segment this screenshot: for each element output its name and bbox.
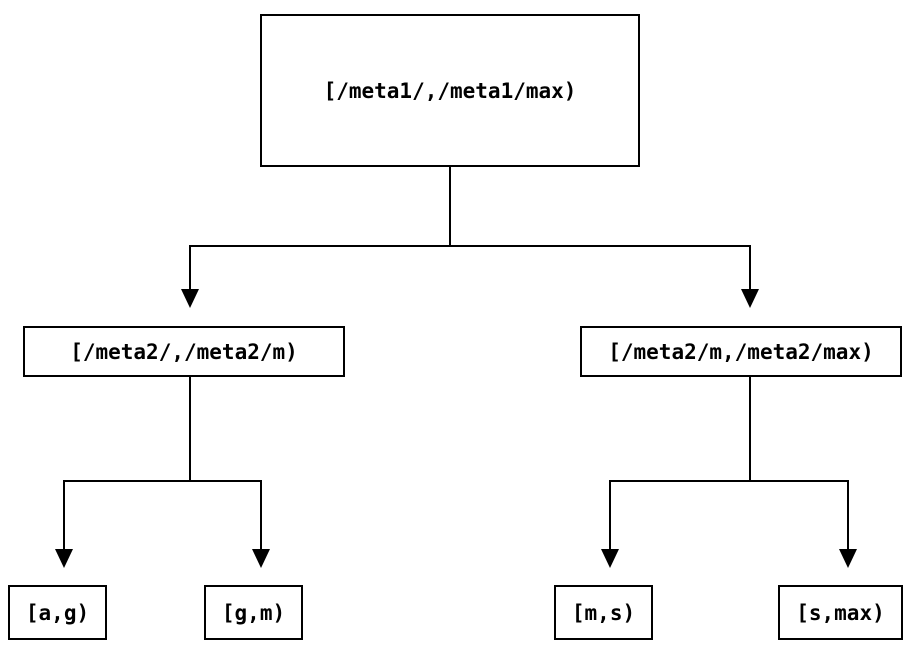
arrowhead-to-left-node: [181, 289, 199, 308]
arrowhead-to-leaf-gm: [252, 549, 270, 568]
arrowhead-to-leaf-smax: [839, 549, 857, 568]
node-leaf-ag: [a,g): [8, 585, 107, 640]
node-leaf-ms-label: [m,s): [571, 600, 636, 625]
node-leaf-ag-label: [a,g): [25, 600, 90, 625]
node-leaf-gm-label: [g,m): [221, 600, 286, 625]
node-meta2-upper: [/meta2/m,/meta2/max): [580, 326, 902, 377]
arrowhead-to-right-node: [741, 289, 759, 308]
arrowhead-to-leaf-ms: [601, 549, 619, 568]
node-leaf-ms: [m,s): [554, 585, 653, 640]
node-root-label: [/meta1/,/meta1/max): [323, 78, 577, 103]
node-meta2-lower-label: [/meta2/,/meta2/m): [70, 339, 298, 364]
node-root: [/meta1/,/meta1/max): [260, 14, 640, 167]
arrowhead-to-leaf-ag: [55, 549, 73, 568]
node-leaf-smax-label: [s,max): [796, 600, 885, 625]
node-meta2-upper-label: [/meta2/m,/meta2/max): [608, 339, 874, 364]
node-leaf-smax: [s,max): [778, 585, 903, 640]
node-leaf-gm: [g,m): [204, 585, 303, 640]
node-meta2-lower: [/meta2/,/meta2/m): [23, 326, 345, 377]
